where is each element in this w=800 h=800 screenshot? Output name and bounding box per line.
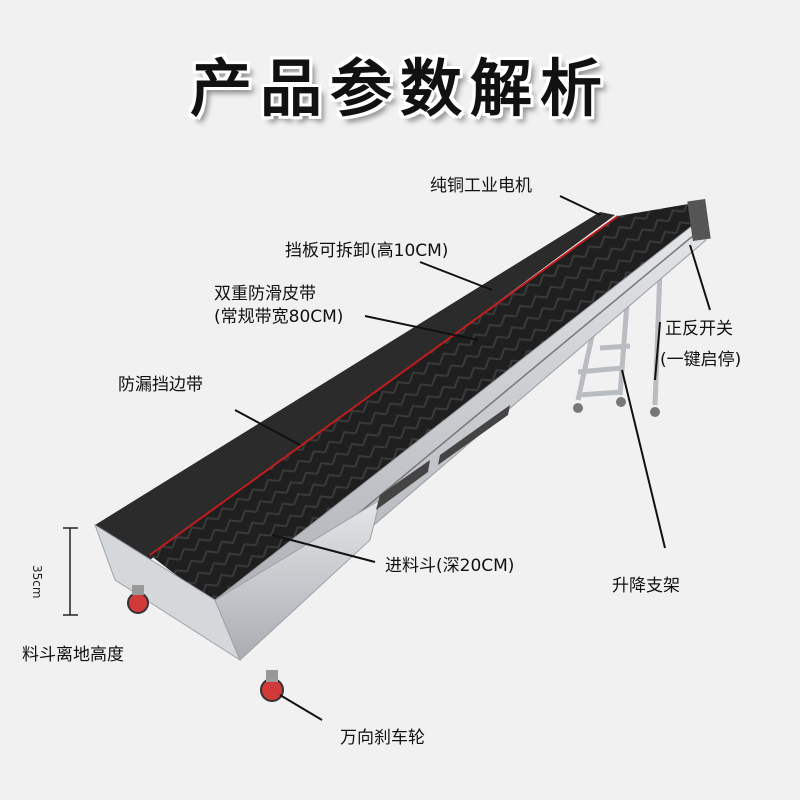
side-slot bbox=[438, 405, 510, 465]
label-switch-line1: 正反开关 bbox=[665, 319, 733, 339]
label-baffle: 挡板可拆卸(高10CM) bbox=[285, 241, 449, 261]
label-belt-line1: 双重防滑皮带 bbox=[214, 284, 316, 304]
label-switch-line2: (一键启停) bbox=[660, 350, 742, 370]
front-wheels bbox=[127, 585, 284, 702]
label-motor: 纯铜工业电机 bbox=[430, 176, 532, 196]
label-stand: 升降支架 bbox=[612, 576, 680, 596]
belt-surface bbox=[150, 202, 702, 605]
hopper-side bbox=[214, 498, 381, 661]
page-title: 产品参数解析 bbox=[189, 52, 610, 125]
height-dimension-bracket bbox=[63, 527, 78, 616]
label-edge-belt: 防漏挡边带 bbox=[118, 375, 203, 395]
left-side-wall bbox=[95, 212, 615, 560]
label-hopper: 进料斗(深20CM) bbox=[385, 556, 515, 576]
stand-wheels bbox=[573, 397, 660, 417]
leader-lines bbox=[234, 195, 711, 721]
motor-housing bbox=[687, 198, 711, 242]
label-belt-line2: (常规带宽80CM) bbox=[214, 307, 344, 327]
label-dimension: 35cm bbox=[30, 565, 44, 599]
label-hopper-height: 料斗离地高度 bbox=[22, 645, 124, 665]
label-wheel: 万向刹车轮 bbox=[340, 728, 425, 748]
hopper-slot bbox=[376, 460, 430, 510]
red-edge-line bbox=[149, 215, 619, 556]
